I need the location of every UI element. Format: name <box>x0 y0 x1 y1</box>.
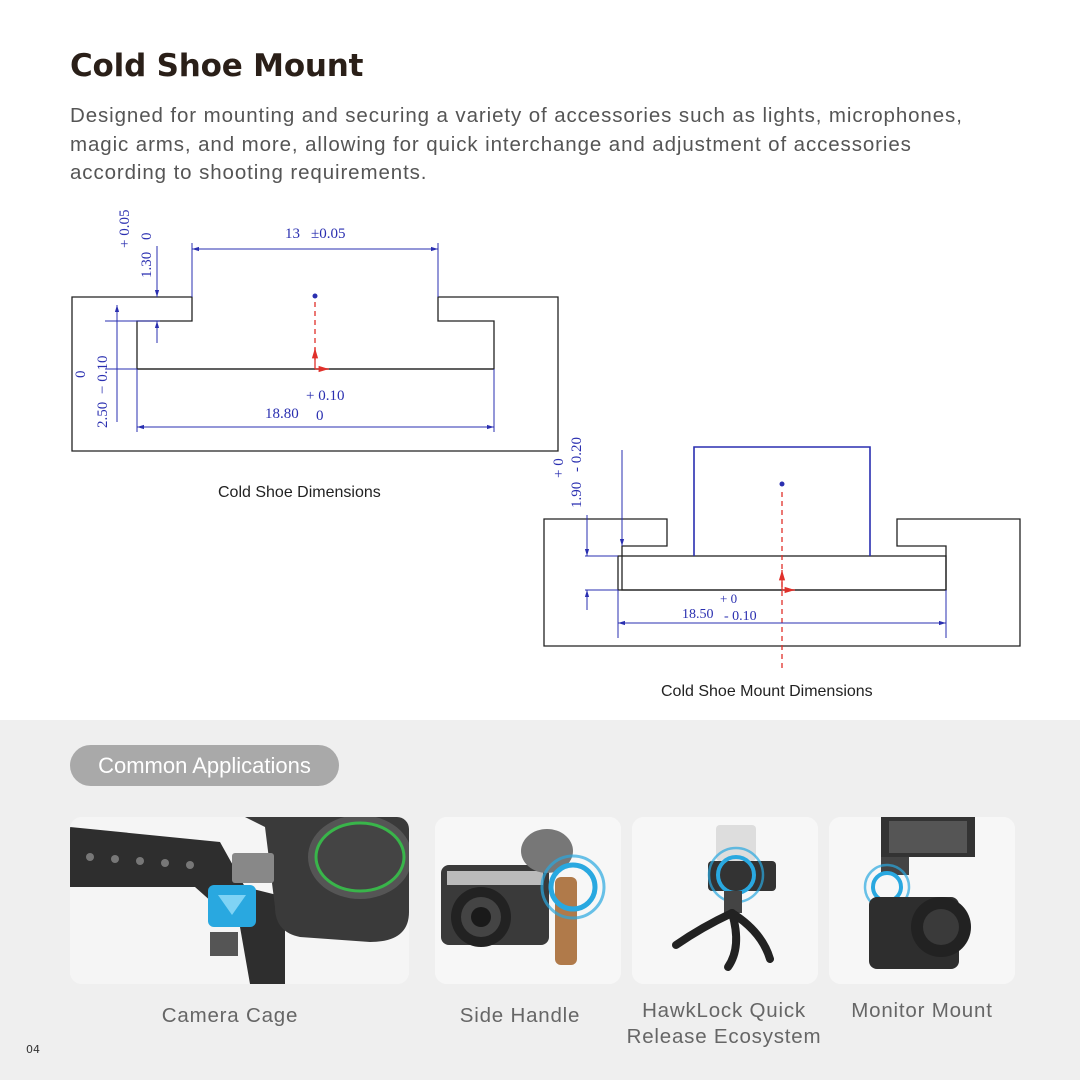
dim-inner-tol-lower: 0 <box>316 408 324 424</box>
camera-cage-image <box>70 817 409 984</box>
side-handle-image <box>435 817 621 984</box>
description-line: Designed for mounting and securing a var… <box>70 104 963 127</box>
monitor-mount-image <box>829 817 1015 984</box>
dim-depth-tol-upper: 0 <box>73 371 89 379</box>
dim-height-label: 1.30 <box>139 252 155 278</box>
dim-inner-tol-upper: + 0.10 <box>306 388 344 404</box>
mount-dim-height-label: 1.90 <box>569 482 585 508</box>
mount-block <box>693 446 871 556</box>
description-line: magic arms, and more, allowing for quick… <box>70 132 912 156</box>
dim-width-label: 13 <box>285 226 300 242</box>
cold-shoe-drawing: 13 ±0.05 1.30 0 + 0.05 2.50 − 0.10 0 + 0… <box>71 210 559 452</box>
dimension-drawings: 13 ±0.05 1.30 0 + 0.05 2.50 − 0.10 0 + 0… <box>71 210 1021 668</box>
mount-dim-width-tol-lower: - 0.10 <box>724 609 757 624</box>
dim-depth-tol-lower: − 0.10 <box>95 356 111 394</box>
app-label-monitor-mount: Monitor Mount <box>851 999 993 1022</box>
page-number: 04 <box>26 1043 40 1056</box>
dim-depth-label: 2.50 <box>95 402 111 428</box>
page-title: Cold Shoe Mount <box>70 48 364 84</box>
mount-dim-height-tol-upper: + 0 <box>551 458 567 478</box>
app-label-line: HawkLock Quick <box>642 999 806 1022</box>
section-heading-pill: Common Applications <box>70 745 339 786</box>
app-label-hawklock: HawkLock Quick Release Ecosystem <box>610 998 838 1050</box>
app-label-side-handle: Side Handle <box>459 1004 581 1027</box>
mount-dim-height-tol-lower: - 0.20 <box>569 437 585 472</box>
description: Designed for mounting and securing a var… <box>70 102 1030 188</box>
description-line: according to shooting requirements. <box>70 161 428 184</box>
mount-dim-width-label: 18.50 <box>682 607 714 622</box>
mount-base-outline <box>543 518 1021 647</box>
app-label-camera-cage: Camera Cage <box>161 1004 299 1027</box>
cold-shoe-caption: Cold Shoe Dimensions <box>218 484 381 501</box>
dim-height-tol-upper: + 0.05 <box>117 210 133 248</box>
dim-height-tol-lower: 0 <box>139 233 155 241</box>
dim-inner-label: 18.80 <box>265 406 299 422</box>
cold-shoe-mount-drawing: 1.90 - 0.20 + 0 + 0 18.50 - 0.10 <box>543 437 1021 668</box>
mount-dim-width-tol-upper: + 0 <box>720 591 737 606</box>
cold-shoe-mount-caption: Cold Shoe Mount Dimensions <box>661 683 873 700</box>
hawklock-image <box>632 817 818 984</box>
dim-width-tol: ±0.05 <box>311 226 345 242</box>
app-label-line: Release Ecosystem <box>626 1025 822 1048</box>
cold-shoe-outline <box>71 296 559 452</box>
common-applications-section: Common Applications Camera Cage <box>0 720 1080 1080</box>
